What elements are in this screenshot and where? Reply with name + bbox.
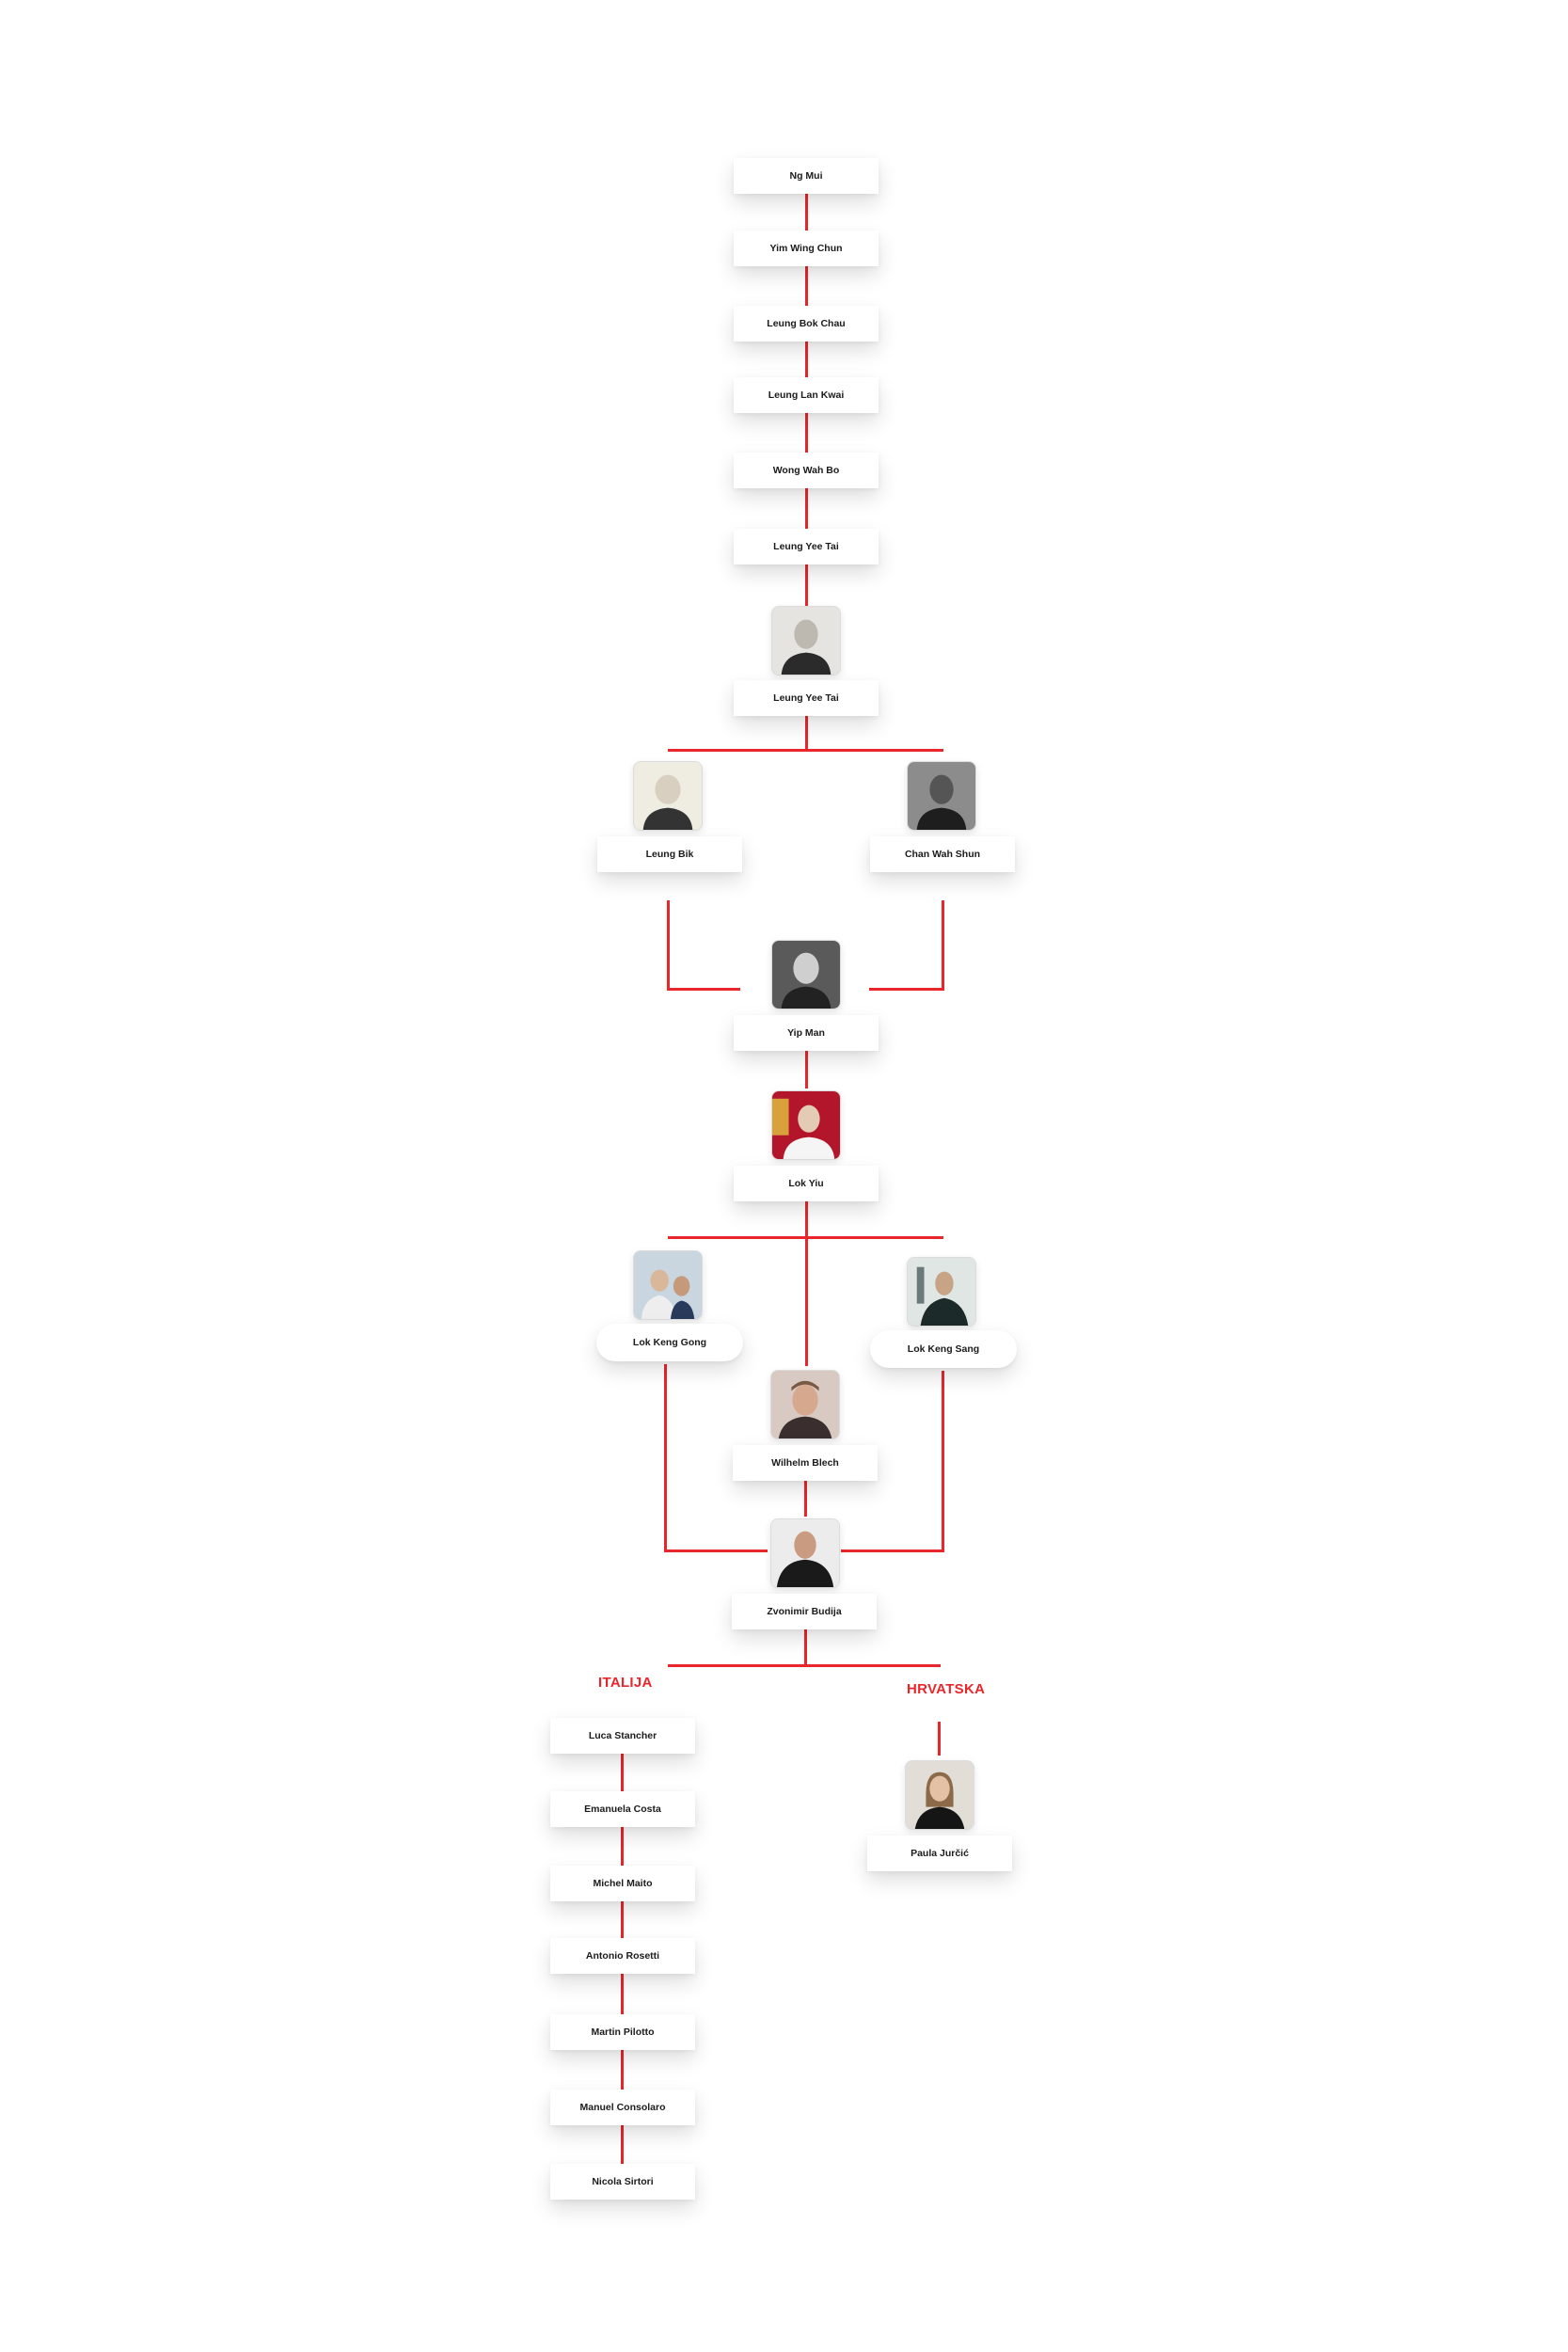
card-italy-student: Antonio Rosetti xyxy=(550,1938,695,1974)
card-croatia-student: Paula Jurčić xyxy=(867,1836,1012,1871)
card-italy-student: Manuel Consolaro xyxy=(550,2090,695,2125)
card-lok-keng-sang: Lok Keng Sang xyxy=(870,1330,1017,1368)
portrait-lok-yiu xyxy=(771,1090,841,1160)
card-chan-wah-shun: Chan Wah Shun xyxy=(870,836,1015,872)
region-label-croatia: HRVATSKA xyxy=(907,1681,986,1697)
portrait-image xyxy=(771,1519,839,1587)
card-italy-student: Nicola Sirtori xyxy=(550,2164,695,2200)
connector-lok-keng-gong-to-zvonimir xyxy=(664,1549,768,1552)
card-italy-student: Emanuela Costa xyxy=(550,1791,695,1827)
card-yim-wing-chun: Yim Wing Chun xyxy=(734,230,879,266)
portrait-image xyxy=(772,607,840,675)
portrait-chan-wah-shun xyxy=(907,761,976,831)
connector-lok-yiu-down xyxy=(805,1200,808,1366)
portrait-leung-bik xyxy=(633,761,703,831)
portrait-lok-keng-sang xyxy=(907,1257,976,1327)
card-leung-yee-tai-portrait: Leung Yee Tai xyxy=(734,680,879,716)
connector-chan-wah-shun-down xyxy=(942,900,944,991)
portrait-paula-jurcic xyxy=(905,1760,974,1830)
connector-leung-bik-to-yip-man xyxy=(667,988,740,991)
connector-croatia xyxy=(938,1722,941,1756)
card-zvonimir-budija: Zvonimir Budija xyxy=(732,1594,877,1629)
connector-leung-yee-tai-down xyxy=(805,713,808,751)
card-leung-yee-tai: Leung Yee Tai xyxy=(734,529,879,564)
card-yip-man: Yip Man xyxy=(734,1015,879,1051)
card-italy-student: Martin Pilotto xyxy=(550,2014,695,2050)
connector-split-2 xyxy=(668,1236,943,1239)
portrait-image xyxy=(908,762,975,830)
connector-zvonimir-down xyxy=(804,1628,807,1667)
card-leung-lan-kwai: Leung Lan Kwai xyxy=(734,377,879,413)
portrait-image xyxy=(906,1761,974,1829)
connector-wilhelm-down xyxy=(804,1479,807,1517)
card-wilhelm-blech: Wilhelm Blech xyxy=(733,1445,878,1481)
connector-leung-bik-down xyxy=(667,900,670,991)
card-italy-student: Michel Maito xyxy=(550,1866,695,1901)
connector-lok-keng-sang-down xyxy=(942,1371,944,1552)
region-label-italy: ITALIJA xyxy=(598,1675,653,1691)
connector-split-1 xyxy=(668,749,943,752)
connector-chan-wah-shun-to-yip-man xyxy=(869,988,944,991)
card-italy-student: Luca Stancher xyxy=(550,1718,695,1754)
card-leung-bik: Leung Bik xyxy=(597,836,742,872)
connector-lok-keng-gong-down xyxy=(664,1364,667,1552)
connector-yip-man-down xyxy=(805,1049,808,1089)
card-leung-bok-chau: Leung Bok Chau xyxy=(734,306,879,342)
portrait-wilhelm-blech xyxy=(770,1370,840,1439)
portrait-zvonimir-budija xyxy=(770,1518,840,1588)
portrait-yip-man xyxy=(771,940,841,1009)
portrait-leung-yee-tai xyxy=(771,606,841,675)
portrait-image xyxy=(771,1371,839,1438)
portrait-image xyxy=(772,1091,840,1159)
connector-region-split xyxy=(668,1664,941,1667)
card-lok-keng-gong: Lok Keng Gong xyxy=(596,1324,743,1361)
portrait-lok-keng-gong xyxy=(633,1250,703,1320)
portrait-image xyxy=(908,1258,975,1326)
portrait-image xyxy=(634,1251,702,1319)
card-lok-yiu: Lok Yiu xyxy=(734,1166,879,1201)
card-wong-wah-bo: Wong Wah Bo xyxy=(734,453,879,488)
portrait-image xyxy=(772,941,840,1009)
portrait-image xyxy=(634,762,702,830)
card-ng-mui: Ng Mui xyxy=(734,158,879,194)
connector-lok-keng-sang-to-zvonimir xyxy=(841,1549,944,1552)
